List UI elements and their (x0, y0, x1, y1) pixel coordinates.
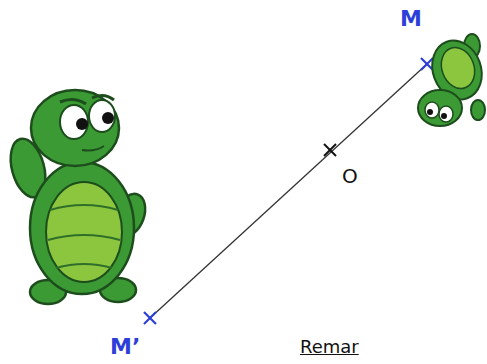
point-label: M’ (110, 336, 140, 358)
point-label: O (342, 166, 358, 186)
point-cross (324, 144, 336, 156)
segment (150, 64, 427, 318)
point-cross (144, 312, 156, 324)
point-label: M (400, 8, 422, 30)
note-heading: Remar (300, 338, 359, 356)
turtle-image (5, 90, 151, 304)
turtle-image (418, 34, 487, 126)
